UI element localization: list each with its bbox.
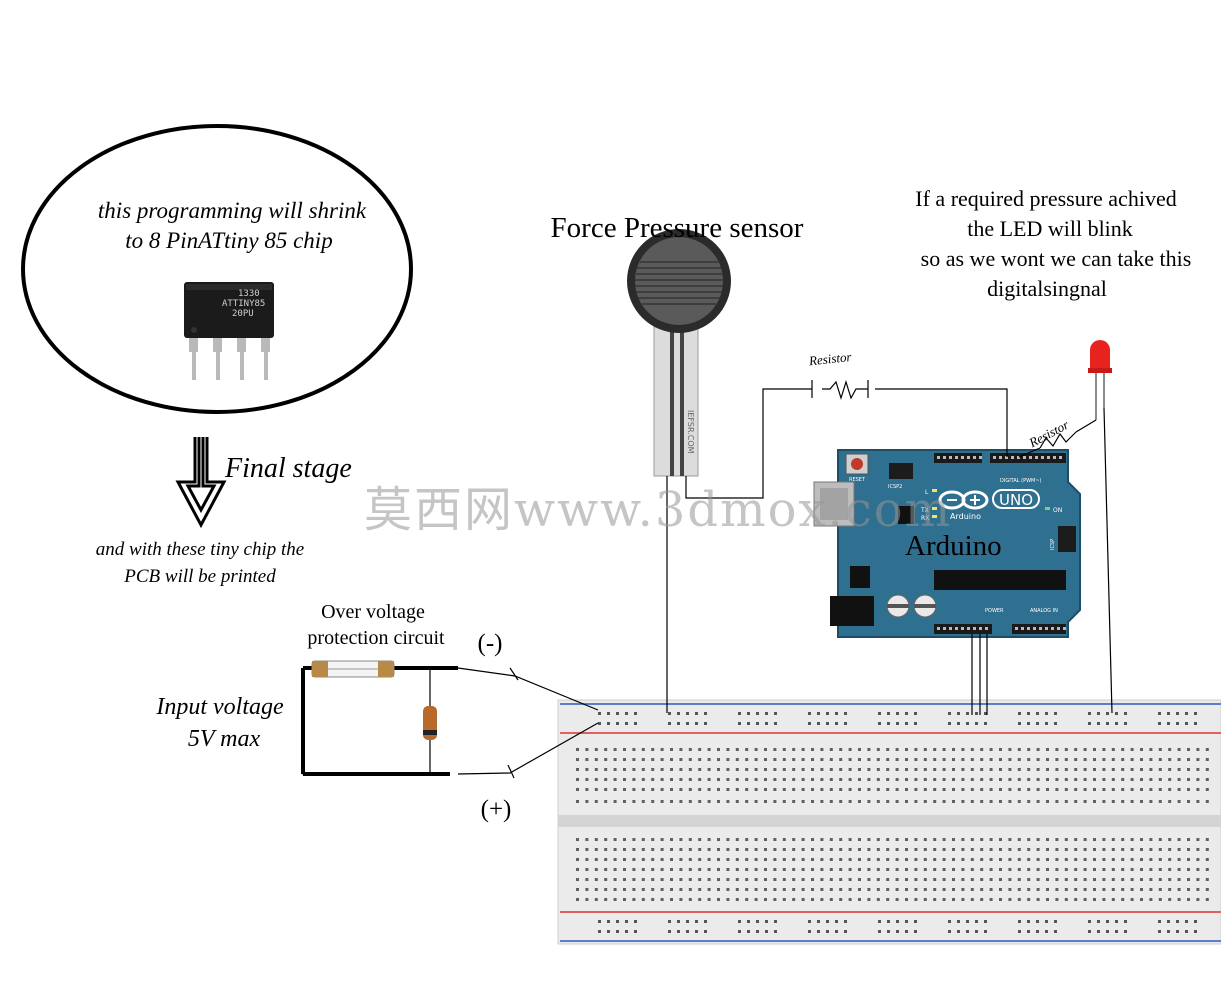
input-voltage-line1: Input voltage	[155, 694, 284, 720]
ellipse-note-line2: to 8 PinATtiny 85 chip	[125, 228, 332, 253]
note-ellipse	[21, 124, 413, 414]
uno-logo-text: UNO	[999, 491, 1033, 509]
ovp-line2: protection circuit	[307, 627, 445, 649]
force-sensor: IEFSR.COM	[627, 229, 731, 477]
chip-marking-1: 1330	[238, 289, 260, 299]
digital-label: DIGITAL (PWM~)	[1000, 478, 1042, 484]
analog-label: ANALOG IN	[1030, 608, 1058, 614]
breadboard-holes	[576, 712, 1209, 933]
led-on-label: ON	[1053, 507, 1062, 514]
icsp2-label: ICSP	[1050, 539, 1056, 550]
ellipse-note-line1: this programming will shrink	[98, 198, 367, 223]
reset-label: RESET	[849, 477, 866, 483]
sensor-title: Force Pressure sensor	[551, 212, 804, 244]
icsp-label: ICSP2	[888, 484, 902, 490]
arduino-board: RESET ICSP2 DIGITAL (PWM~) UNO Arduino L…	[813, 449, 1081, 638]
chip-marking-3: 20PU	[232, 309, 254, 319]
arduino-logo-icon	[938, 489, 1040, 510]
ovp-line1: Over voltage	[321, 601, 425, 623]
breadboard	[557, 699, 1221, 945]
plus-label: (+)	[481, 796, 512, 823]
resistor1-label: Resistor	[807, 349, 853, 369]
fuse	[311, 660, 395, 678]
led-note-line3: so as we wont we can take this	[921, 246, 1192, 271]
arduino-name: Arduino	[905, 530, 1002, 562]
resistor2-label: Resistor	[1026, 416, 1072, 450]
led-note-line2: the LED will blink	[967, 216, 1133, 241]
input-voltage-line2: 5V max	[188, 726, 261, 752]
watermark: 莫西网www.3dmox.com	[364, 482, 953, 538]
digital-header-pins	[937, 456, 1062, 459]
down-arrow-icon	[175, 437, 227, 529]
pcb-note-line1: and with these tiny chip the	[96, 539, 304, 560]
led-component	[1088, 340, 1112, 420]
led-note-line4: digitalsingnal	[987, 276, 1107, 301]
led-rx-label: RX	[921, 515, 929, 522]
chip-marking-2: ATTINY85	[222, 299, 265, 309]
led-l-label: L	[925, 489, 929, 496]
power-analog-header-pins	[937, 627, 1066, 630]
minus-label: (-)	[478, 630, 503, 657]
final-stage-label: Final stage	[224, 453, 352, 484]
led-tx-label: TX	[920, 507, 929, 514]
power-label: POWER	[985, 608, 1004, 614]
zener-diode	[423, 706, 437, 740]
attiny85-chip: 1330 ATTINY85 20PU	[184, 282, 274, 380]
led-note-line1: If a required pressure achived	[915, 186, 1176, 211]
arduino-sub-logo: Arduino	[950, 512, 981, 521]
sensor-tail-text: IEFSR.COM	[686, 410, 695, 454]
pcb-note-line2: PCB will be printed	[123, 566, 276, 587]
